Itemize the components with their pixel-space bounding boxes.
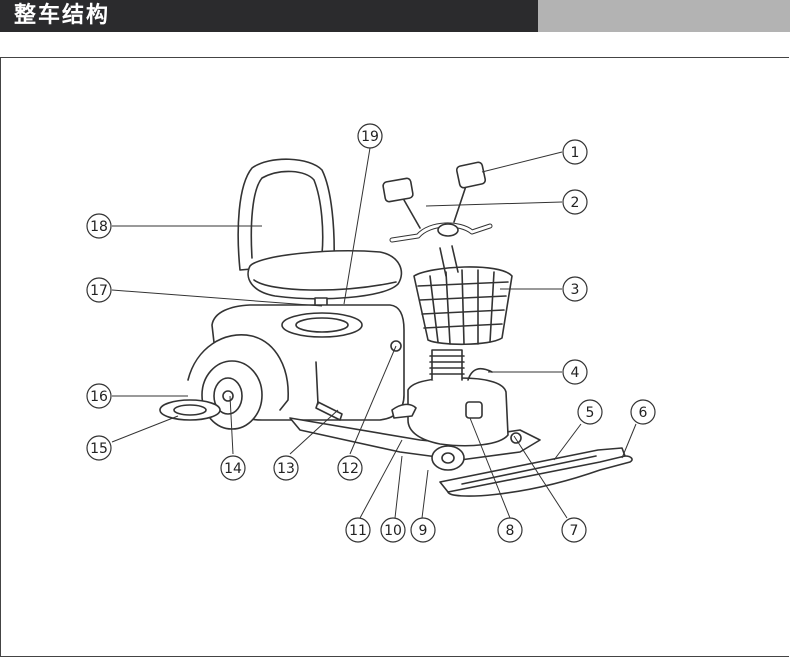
callout-16: 16 (86, 383, 112, 409)
seat-cushion-edge (253, 279, 397, 291)
svg-text:4: 4 (571, 365, 580, 381)
svg-text:6: 6 (639, 405, 648, 421)
callout-12: 12 (337, 455, 363, 481)
svg-text:5: 5 (586, 405, 595, 421)
callout-3: 3 (562, 276, 588, 302)
svg-text:18: 18 (90, 219, 108, 235)
callout-15: 15 (86, 435, 112, 461)
bellows-column (431, 349, 463, 381)
svg-text:12: 12 (341, 461, 359, 477)
pedal (315, 401, 343, 421)
front-column-base (407, 377, 509, 447)
callout-4: 4 (562, 359, 588, 385)
left-foot-rest (391, 403, 417, 419)
handlebar-center (437, 223, 459, 237)
rear-wheel-hub (213, 377, 243, 415)
callout-17: 17 (86, 277, 112, 303)
header-dark-block (0, 0, 538, 32)
seat-back-inner (250, 170, 324, 259)
svg-text:11: 11 (349, 523, 367, 539)
callout-2: 2 (562, 189, 588, 215)
callout-19: 19 (357, 123, 383, 149)
front-bolt (510, 432, 522, 444)
svg-text:16: 16 (90, 389, 108, 405)
svg-text:9: 9 (419, 523, 428, 539)
broom-bar-6 (447, 455, 633, 497)
front-panel-label (465, 401, 483, 419)
header-light-block (538, 0, 790, 32)
svg-text:10: 10 (384, 523, 402, 539)
callout-14: 14 (220, 455, 246, 481)
svg-text:7: 7 (570, 523, 579, 539)
right-mirror (455, 161, 487, 189)
seat-cushion (247, 250, 403, 300)
callout-5: 5 (577, 399, 603, 425)
callout-1: 1 (562, 139, 588, 165)
svg-text:13: 13 (277, 461, 295, 477)
seat-back (237, 158, 335, 271)
callout-8: 8 (497, 517, 523, 543)
svg-text:19: 19 (361, 129, 379, 145)
front-handle (467, 367, 493, 381)
callout-7: 7 (561, 517, 587, 543)
callout-13: 13 (273, 455, 299, 481)
svg-text:17: 17 (90, 283, 108, 299)
svg-text:14: 14 (224, 461, 242, 477)
seat-base-plate (281, 312, 363, 338)
section-header: 整车结构 (0, 0, 790, 32)
callout-6: 6 (630, 399, 656, 425)
leader-lines (111, 147, 637, 519)
scooter-illustration (159, 158, 633, 497)
svg-text:1: 1 (571, 145, 580, 161)
left-mirror (382, 177, 414, 203)
rear-side-brush (159, 399, 221, 421)
callout-11: 11 (345, 517, 371, 543)
svg-text:8: 8 (506, 523, 515, 539)
front-wheel (431, 445, 465, 471)
callout-10: 10 (380, 517, 406, 543)
svg-text:3: 3 (571, 282, 580, 298)
section-title: 整车结构 (14, 3, 111, 28)
callout-18: 18 (86, 213, 112, 239)
svg-text:2: 2 (571, 195, 580, 211)
svg-text:15: 15 (90, 441, 108, 457)
callout-9: 9 (410, 517, 436, 543)
vehicle-structure-diagram: 1 2 3 4 5 6 7 8 9 10 11 12 13 14 15 16 1… (86, 123, 656, 543)
